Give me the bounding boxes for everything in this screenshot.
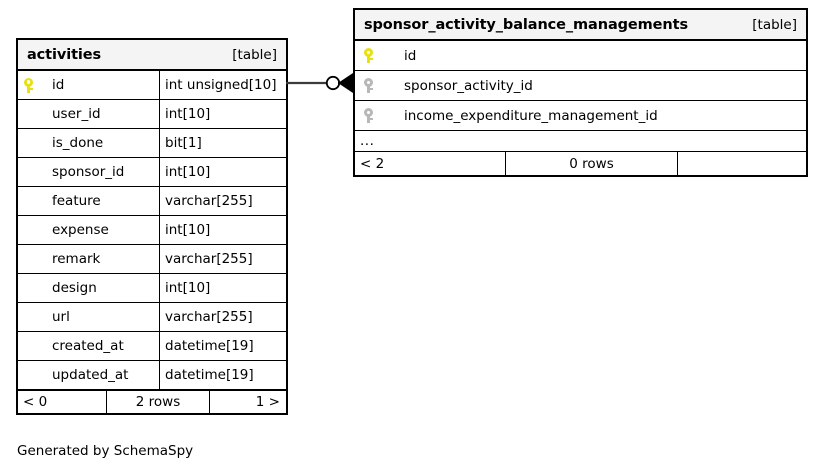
table-header-sponsor-activity-balance-managements: sponsor_activity_balance_managements [ta… [355,10,806,41]
prev-page-button[interactable]: < 0 [23,394,48,410]
more-columns-indicator: ... [355,131,806,152]
column-name-cell: sponsor_activity_id [355,71,806,100]
table-title: activities [27,46,102,63]
column-name-cell: is_done [18,129,159,157]
column-label: user_id [52,106,101,122]
table-kind-label: [table] [232,46,277,63]
column-type: varchar[255] [159,187,286,215]
column-name-cell: created_at [18,332,159,360]
column-type: datetime[19] [159,361,286,389]
row-count-label: 0 rows [505,152,677,175]
column-name-cell: expense [18,216,159,244]
column-name-cell: url [18,303,159,331]
column-label: design [52,280,97,296]
column-name-cell: id [355,41,806,70]
table-footer-activities: < 0 2 rows 1 > [18,390,286,413]
generated-by-caption: Generated by SchemaSpy [17,443,194,459]
column-name-cell: user_id [18,100,159,128]
column-label: id [404,47,417,64]
table-title: sponsor_activity_balance_managements [364,16,688,33]
next-page-button[interactable]: 1 > [209,391,286,413]
column-name-cell: updated_at [18,361,159,389]
column-type: datetime[19] [159,332,286,360]
column-type: int[10] [159,100,286,128]
zero-cardinality-circle [325,75,341,91]
column-label: id [52,77,65,93]
column-name-cell: feature [18,187,159,215]
table-card-activities[interactable]: activities [table] id int unsigned[10] u… [16,38,288,415]
next-page-button[interactable] [677,152,806,175]
table-row[interactable]: user_id int[10] [18,100,286,129]
table-card-sponsor-activity-balance-managements[interactable]: sponsor_activity_balance_managements [ta… [353,8,808,177]
foreign-key-icon [361,108,390,123]
column-name-cell: income_expenditure_management_id [355,101,806,130]
column-label: income_expenditure_management_id [404,107,658,124]
column-label: is_done [52,135,104,151]
column-name-cell: design [18,274,159,302]
table-row[interactable]: expense int[10] [18,216,286,245]
prev-page-button[interactable]: < 2 [360,155,385,172]
table-header-activities: activities [table] [18,40,286,71]
column-label: sponsor_id [52,164,125,180]
column-label: updated_at [52,367,129,383]
table-footer-sponsor-activity-balance-managements: < 2 0 rows [355,152,806,175]
column-type: int[10] [159,216,286,244]
table-row[interactable]: updated_at datetime[19] [18,361,286,390]
column-type: int unsigned[10] [159,71,286,99]
table-row[interactable]: sponsor_activity_id [355,71,806,101]
table-row[interactable]: is_done bit[1] [18,129,286,158]
table-row[interactable]: id [355,41,806,71]
column-label: sponsor_activity_id [404,77,533,94]
foreign-key-icon [361,78,390,93]
column-label: feature [52,193,101,209]
column-name-cell: sponsor_id [18,158,159,186]
column-name-cell: remark [18,245,159,273]
column-label: url [52,309,70,325]
row-count-label: 2 rows [106,391,209,413]
column-type: bit[1] [159,129,286,157]
column-label: remark [52,251,101,267]
table-row[interactable]: created_at datetime[19] [18,332,286,361]
table-row[interactable]: url varchar[255] [18,303,286,332]
column-label: created_at [52,338,124,354]
primary-key-icon [24,77,44,93]
column-type: varchar[255] [159,245,286,273]
many-cardinality-crowsfoot [338,73,353,93]
table-kind-label: [table] [752,16,797,33]
column-type: varchar[255] [159,303,286,331]
table-row[interactable]: feature varchar[255] [18,187,286,216]
table-row[interactable]: design int[10] [18,274,286,303]
column-name-cell: id [18,71,159,99]
primary-key-icon [361,48,390,63]
relationship-connector-activities-to-sponsor-activity-balance-managements [286,73,353,93]
table-row[interactable]: id int unsigned[10] [18,71,286,100]
column-type: int[10] [159,274,286,302]
column-label: expense [52,222,109,238]
table-row[interactable]: remark varchar[255] [18,245,286,274]
table-row[interactable]: sponsor_id int[10] [18,158,286,187]
table-row[interactable]: income_expenditure_management_id [355,101,806,131]
column-type: int[10] [159,158,286,186]
